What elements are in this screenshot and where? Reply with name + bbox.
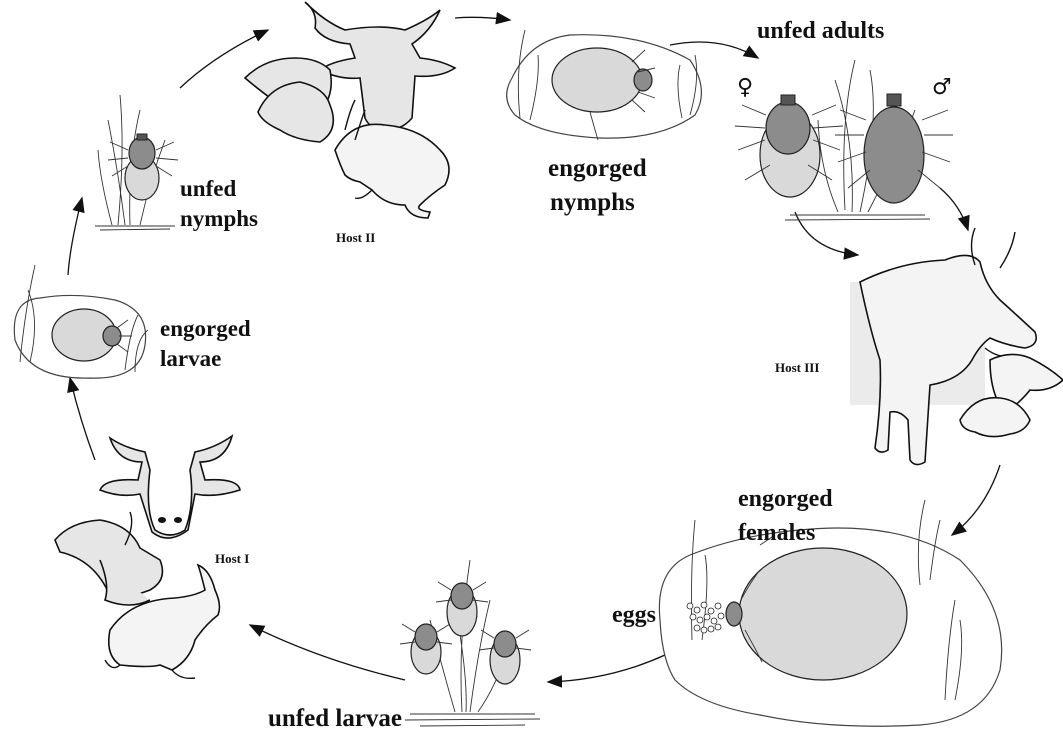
label-unfed-nymphs-2: nymphs (180, 206, 258, 231)
arrow-host2-to-engorged-nymphs (455, 17, 510, 20)
label-engorged-nymphs-1: engorged (548, 155, 647, 182)
label-host-2: Host II (336, 230, 375, 245)
arrow-host1-to-engorged-larvae (70, 378, 95, 460)
unfed-larvae-figure (400, 560, 540, 726)
arrow-nymphs-to-adults (670, 42, 758, 58)
arrow-male-to-host3 (940, 188, 968, 230)
male-symbol: ♂ (932, 75, 952, 100)
arrow-eggs-to-larvae (548, 655, 665, 682)
engorged-females-figure (659, 500, 1001, 726)
label-engorged-larvae-2: larvae (160, 346, 221, 371)
label-engorged-nymphs-2: nymphs (550, 189, 635, 216)
engorged-nymphs-figure (507, 30, 702, 140)
label-engorged-larvae-1: engorged (160, 316, 251, 341)
label-host-1: Host I (215, 551, 249, 566)
arrow-larvae-to-host1 (250, 625, 405, 680)
host-2-rabbit-icon (335, 124, 449, 218)
label-engorged-females-2: females (738, 520, 815, 546)
host-1-animals (55, 436, 240, 678)
label-unfed-adults: unfed adults (757, 18, 884, 44)
arrow-larvae-to-unfed-nymphs (68, 198, 82, 275)
label-engorged-females-1: engorged (738, 486, 833, 512)
engorged-larvae-figure (14, 265, 148, 378)
unfed-nymphs-figure (95, 95, 178, 230)
label-unfed-larvae: unfed larvae (268, 705, 402, 730)
label-host-3: Host III (775, 360, 819, 375)
label-eggs: eggs (612, 602, 656, 628)
female-symbol: ♀ (737, 75, 753, 100)
host-1-cow-icon (100, 436, 240, 538)
label-unfed-nymphs-1: unfed (180, 176, 236, 201)
arrow-host3-to-females (952, 465, 1000, 535)
arrow-female-to-host3 (795, 212, 858, 255)
host-3-animals (850, 228, 1063, 465)
unfed-adults-figure (735, 60, 953, 220)
host-2-animals (245, 2, 455, 218)
